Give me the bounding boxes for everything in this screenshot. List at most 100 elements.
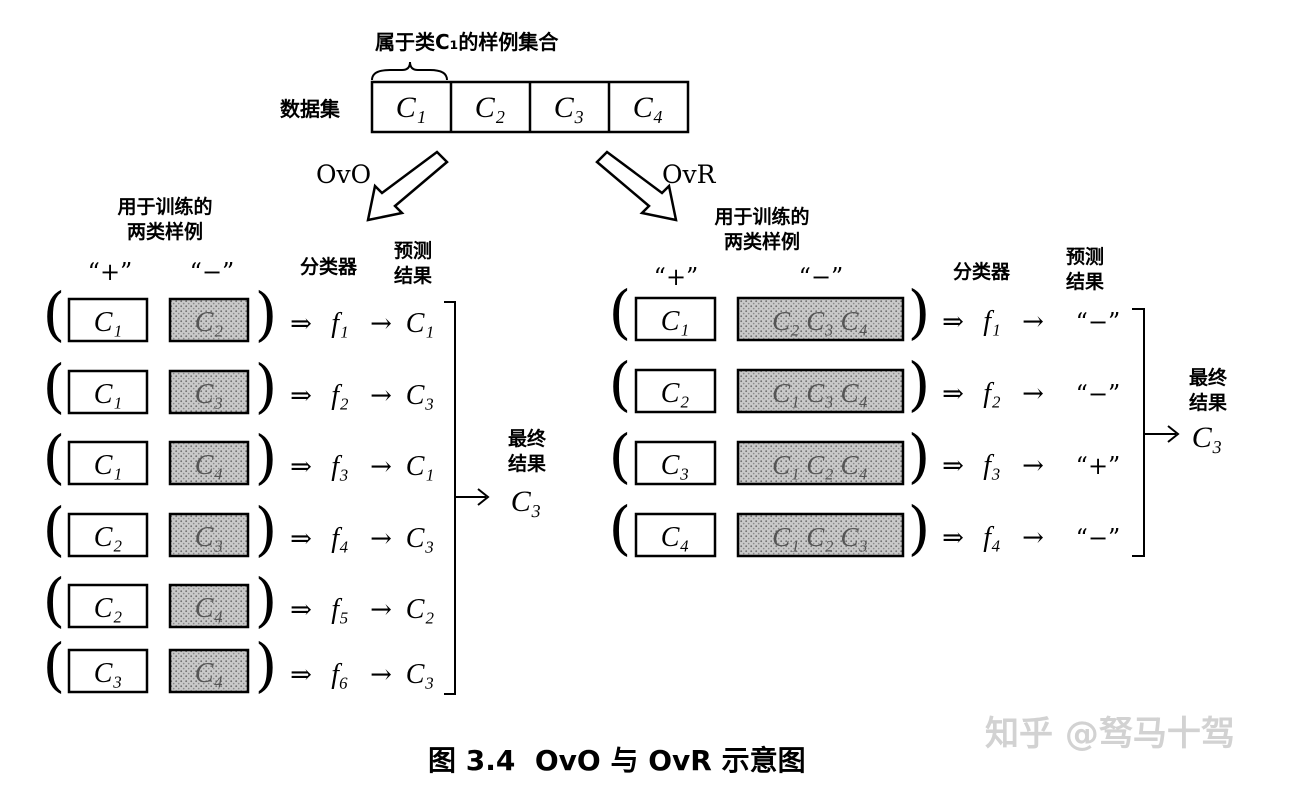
svg-text:C₁: C₁ [94,450,122,481]
svg-text:“−”: “−” [1076,308,1121,336]
dataset-label: 数据集 [280,97,341,121]
ovr-row: ( C₄ C₁ C₂ C₃ ) ⇒ f₄ → “−” [609,494,1121,562]
svg-text:): ) [908,422,931,490]
ovr-neg-label: “−” [799,263,844,291]
svg-text:C₃: C₃ [195,522,223,553]
ovo-row: ( C₁ C₃ ) ⇒ f₂ → C₃ [43,352,435,420]
ovo-pos-label: “+” [88,258,133,286]
svg-text:C₁ C₂ C₃: C₁ C₂ C₃ [772,522,868,552]
ovo-row: ( C₃ C₄ ) ⇒ f₆ → C₃ [43,631,435,699]
svg-text:): ) [908,278,931,346]
svg-text:→: → [1022,523,1044,553]
ovr-arrow [595,150,678,222]
svg-text:(: ( [609,278,632,346]
ovo-predict-header-1: 预测 [394,240,432,262]
svg-text:⇒: ⇒ [942,523,964,553]
ovr-classifier-header: 分类器 [953,260,1011,283]
svg-text:C₃: C₃ [94,658,122,689]
ovo-pair-header-1: 用于训练的 [117,195,212,218]
svg-text:C₂: C₂ [94,593,123,624]
ovo-row: ( C₁ C₄ ) ⇒ f₃ → C₁ [43,423,435,491]
svg-text:f₁: f₁ [331,308,349,339]
ovr-final-value: C₃ [1192,421,1222,454]
svg-text:(: ( [43,495,66,563]
ovo-aggregate-bracket [444,301,456,695]
svg-text:(: ( [43,566,66,634]
svg-text:f₆: f₆ [331,659,349,690]
svg-text:⇒: ⇒ [942,379,964,409]
ovo-predict-header-2: 结果 [394,264,432,287]
ovo-classifier-header: 分类器 [300,255,358,278]
svg-text:→: → [1022,451,1044,481]
dataset-class-4: C₄ [633,91,663,124]
ovr-arrow-label: OvR [662,160,717,189]
ovr-final-label-1: 最终 [1189,366,1228,389]
svg-text:): ) [255,423,278,491]
ovr-predict-header-1: 预测 [1066,246,1104,268]
svg-text:(: ( [43,631,66,699]
svg-text:C₁: C₁ [406,308,434,339]
svg-text:C₁: C₁ [94,379,122,410]
svg-text:): ) [255,495,278,563]
svg-text:C₄: C₄ [661,522,689,553]
dataset-class-3: C₃ [554,91,584,124]
svg-text:): ) [908,350,931,418]
svg-text:⇒: ⇒ [290,452,312,482]
svg-text:C₂: C₂ [406,594,435,625]
ovo-final-label-2: 结果 [508,452,546,475]
svg-text:C₁: C₁ [94,307,122,338]
svg-text:→: → [370,524,392,554]
ovr-pos-label: “+” [654,263,699,291]
svg-text:⇒: ⇒ [290,660,312,690]
svg-text:f₁: f₁ [983,306,1001,337]
svg-text:C₁: C₁ [406,451,434,482]
svg-text:→: → [370,452,392,482]
ovo-final-label-1: 最终 [508,427,547,450]
ovo-final-value: C₃ [511,485,541,518]
svg-text:→: → [370,660,392,690]
brace [371,61,448,81]
svg-text:f₂: f₂ [983,378,1001,409]
brace-label: 属于类C₁的样例集合 [375,30,559,54]
svg-text:⇒: ⇒ [290,381,312,411]
svg-text:⇒: ⇒ [942,451,964,481]
ovr-row: ( C₂ C₁ C₃ C₄ ) ⇒ f₂ → “−” [609,350,1121,418]
svg-text:(: ( [609,494,632,562]
svg-text:(: ( [609,350,632,418]
svg-text:): ) [255,566,278,634]
svg-text:): ) [908,494,931,562]
ovr-aggregate-bracket [1132,308,1145,557]
svg-text:): ) [255,280,278,348]
svg-text:(: ( [43,280,66,348]
ovo-row: ( C₂ C₄ ) ⇒ f₅ → C₂ [43,566,435,634]
svg-text:C₄: C₄ [195,450,223,481]
svg-text:→: → [370,595,392,625]
svg-text:C₂: C₂ [94,522,123,553]
svg-text:(: ( [43,352,66,420]
ovo-pair-header-2: 两类样例 [127,220,203,243]
svg-text:C₁ C₂ C₄: C₁ C₂ C₄ [772,450,868,480]
svg-text:C₄: C₄ [195,658,223,689]
figure-caption: 图 3.4 OvO 与 OvR 示意图 [428,744,806,777]
svg-text:⇒: ⇒ [942,307,964,337]
svg-text:⇒: ⇒ [290,309,312,339]
svg-text:→: → [1022,307,1044,337]
svg-text:→: → [370,381,392,411]
ovr-row: ( C₁ C₂ C₃ C₄ ) ⇒ f₁ → “−” [609,278,1121,346]
svg-text:“+”: “+” [1076,452,1121,480]
svg-text:f₄: f₄ [983,522,1001,553]
svg-text:f₃: f₃ [331,451,349,482]
svg-text:C₃: C₃ [406,380,434,411]
svg-text:C₃: C₃ [195,379,223,410]
ovo-arrow-label: OvO [316,160,371,189]
svg-text:): ) [255,352,278,420]
ovo-row: ( C₁ C₂ ) ⇒ f₁ → C₁ [43,280,435,348]
svg-text:“−”: “−” [1076,524,1121,552]
svg-text:): ) [255,631,278,699]
svg-text:(: ( [609,422,632,490]
svg-text:→: → [370,309,392,339]
ovr-pair-header-1: 用于训练的 [714,205,809,228]
dataset-bar: C₁ C₂ C₃ C₄ [370,80,690,134]
ovo-row: ( C₂ C₃ ) ⇒ f₄ → C₃ [43,495,435,563]
